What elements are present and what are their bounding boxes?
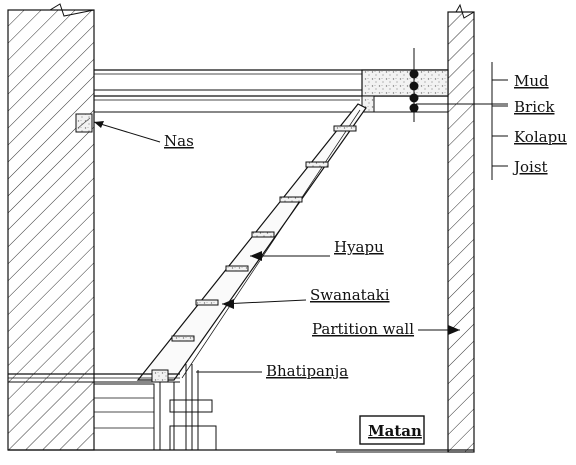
label-mud: Mud	[514, 72, 549, 90]
label-brick: Brick	[514, 98, 555, 116]
stair-stringer	[136, 103, 367, 381]
mud-brick-block	[361, 69, 449, 113]
label-bhatipanja: Bhatipanja	[266, 362, 348, 380]
label-nas: Nas	[164, 132, 194, 150]
label-hyapu: Hyapu	[334, 238, 384, 256]
matan-box	[359, 415, 425, 445]
label-swanataki: Swanataki	[310, 286, 390, 304]
stair-treads	[171, 125, 357, 342]
leader-lines	[93, 62, 508, 373]
nas-block	[75, 113, 93, 133]
left-wall	[7, 3, 95, 451]
label-matan: Matan	[368, 422, 422, 440]
right-partition-wall	[447, 3, 475, 453]
label-kolapu: Kolapu	[514, 128, 567, 146]
label-partition-wall: Partition wall	[312, 320, 414, 338]
fastener-stack	[409, 48, 419, 122]
label-joist: Joist	[512, 158, 548, 176]
